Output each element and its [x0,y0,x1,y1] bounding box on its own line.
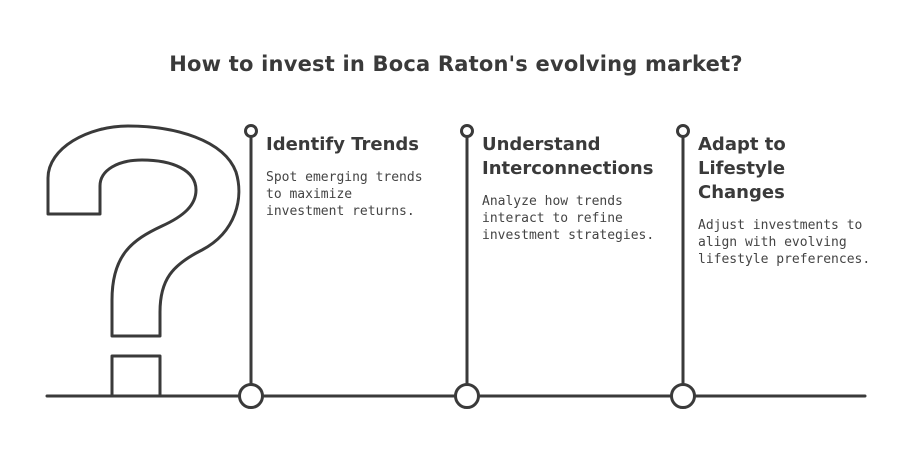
step-description: Spot emerging trends to maximize investm… [266,170,423,219]
step-heading: Adapt to Lifestyle Changes [698,134,786,203]
diagram-title: How to invest in Boca Raton's evolving m… [169,52,743,76]
step-3-top-dot [676,124,690,138]
step-marker-1 [238,124,264,409]
step-1-base-node [238,383,264,409]
step-understand-interconnections: Understand Interconnections Analyze how … [482,133,677,244]
step-1-top-dot [244,124,258,138]
step-2-top-dot [460,124,474,138]
step-description: Analyze how trends interact to refine in… [482,194,655,243]
step-adapt-to-lifestyle-changes: Adapt to Lifestyle Changes Adjust invest… [698,133,893,268]
step-heading: Identify Trends [266,134,420,155]
step-description: Adjust investments to align with evolvin… [698,218,871,267]
step-marker-2 [454,124,480,409]
step-marker-3 [670,124,696,409]
step-3-base-node [670,383,696,409]
step-heading: Understand Interconnections [482,134,654,179]
question-mark-icon [46,124,241,398]
step-2-base-node [454,383,480,409]
step-identify-trends: Identify Trends Spot emerging trends to … [266,133,461,220]
